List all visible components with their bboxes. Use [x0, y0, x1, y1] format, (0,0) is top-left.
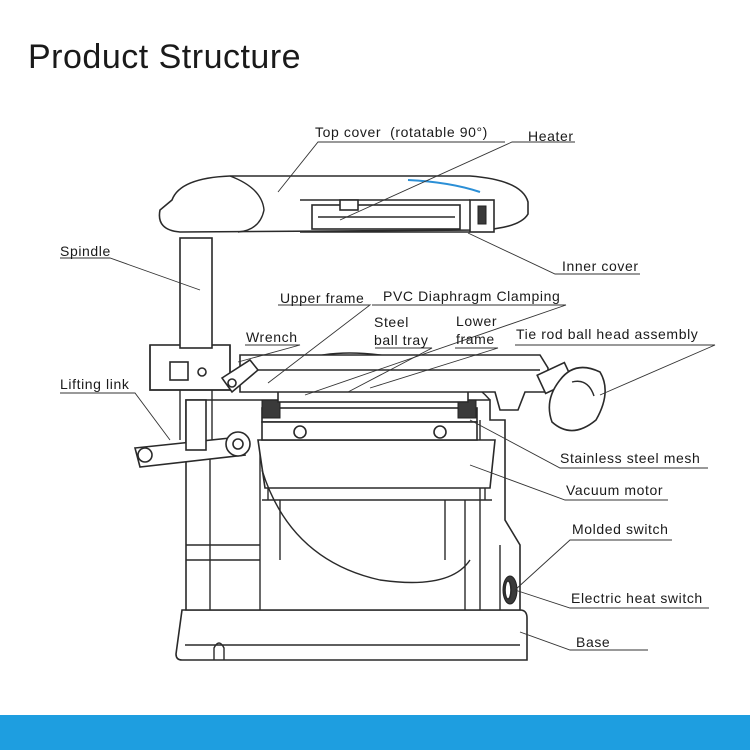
label-wrench: Wrench — [246, 329, 298, 345]
label-heat-switch: Electric heat switch — [571, 590, 703, 606]
top-cover-accent — [407, 179, 481, 193]
label-molded-switch: Molded switch — [572, 521, 669, 537]
label-pvc-clamping: PVC Diaphragm Clamping — [383, 288, 561, 304]
label-spindle: Spindle — [60, 243, 111, 259]
lifting-block — [149, 344, 231, 391]
label-inner-cover: Inner cover — [562, 258, 639, 274]
label-base: Base — [576, 634, 611, 650]
label-upper-frame: Upper frame — [280, 290, 365, 306]
label-lower-frame-1: Lower — [456, 313, 498, 329]
footer-bar — [0, 715, 750, 750]
label-lifting-link: Lifting link — [60, 376, 130, 392]
label-steel-ball-tray-2: ball tray — [374, 332, 429, 348]
label-heater: Heater — [528, 128, 574, 144]
leader-lines — [60, 141, 716, 651]
vacuum-motor-housing — [257, 439, 496, 489]
base-shape — [175, 609, 528, 661]
label-lower-frame-2: frame — [456, 331, 495, 347]
page-title: Product Structure — [28, 38, 302, 76]
spindle-column — [179, 237, 213, 349]
machine-illustration — [133, 175, 606, 661]
label-steel-ball-tray-1: Steel — [374, 314, 409, 330]
tie-rod-ball-head — [536, 361, 606, 432]
label-top-cover: Top cover (rotatable 90°) — [315, 124, 488, 140]
label-stainless-mesh: Stainless steel mesh — [560, 450, 701, 466]
label-tie-rod: Tie rod ball head assembly — [516, 326, 699, 342]
label-vacuum-motor: Vacuum motor — [566, 482, 664, 498]
upper-frame-plate — [239, 354, 549, 411]
